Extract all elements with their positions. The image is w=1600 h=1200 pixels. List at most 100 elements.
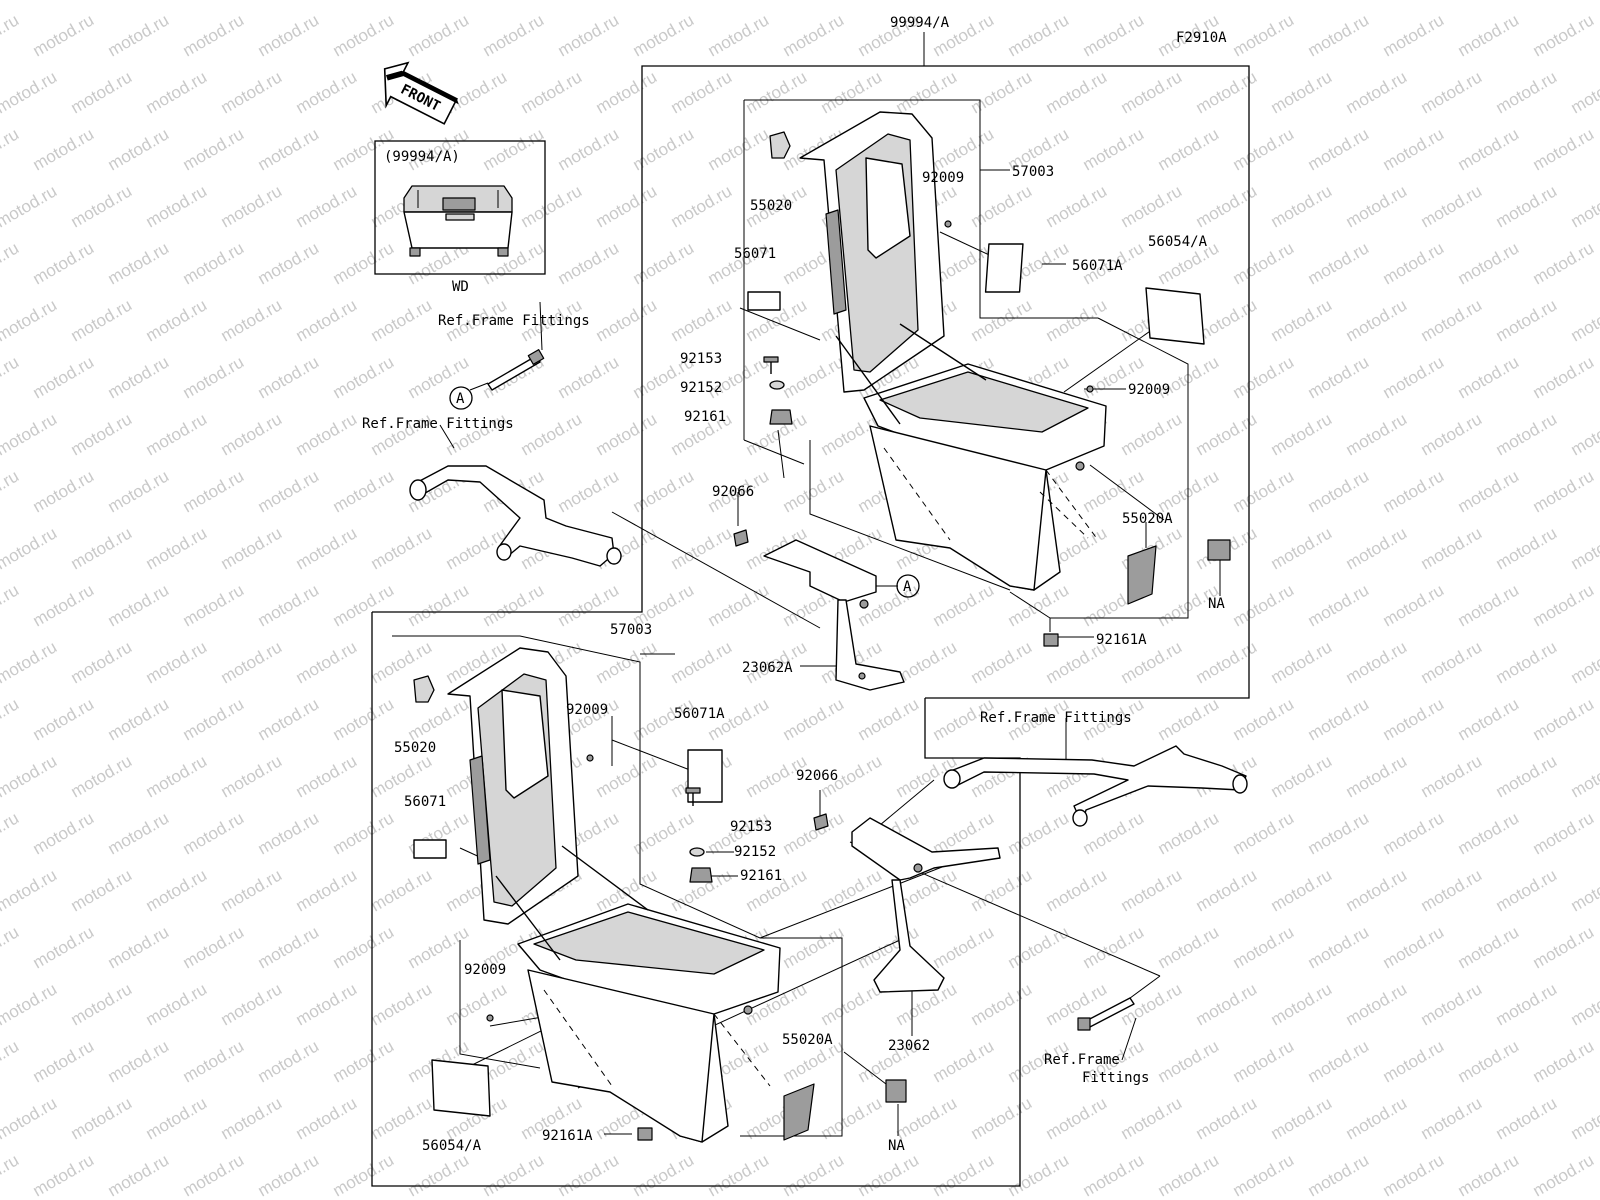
lower-assembly-frame-right — [371, 612, 1021, 1187]
watermark-text: motod.ru — [68, 295, 136, 345]
watermark-text: motod.ru — [1230, 694, 1298, 744]
label-ref-bottom-1: Ref.Frame — [1044, 1052, 1120, 1068]
watermark-text: motod.ru — [68, 979, 136, 1029]
watermark-text: motod.ru — [1418, 751, 1486, 801]
watermark-text: motod.ru — [1455, 10, 1523, 60]
latch-lower-icon — [783, 1083, 815, 1141]
watermark-text: motod.ru — [630, 1150, 698, 1200]
lower-small-parts — [413, 675, 1135, 1141]
watermark-text: motod.ru — [1005, 1150, 1073, 1200]
watermark-text: motod.ru — [1418, 637, 1486, 687]
watermark-text: motod.ru — [30, 694, 98, 744]
watermark-text: motod.ru — [180, 580, 248, 630]
watermark-text: motod.ru — [405, 694, 473, 744]
watermark-text: motod.ru — [105, 922, 173, 972]
watermark-text: motod.ru — [330, 808, 398, 858]
watermark-text: motod.ru — [1268, 751, 1336, 801]
watermark-text: motod.ru — [68, 523, 136, 573]
watermark-text: motod.ru — [368, 523, 436, 573]
label-small-upper-icon — [747, 291, 781, 311]
watermark-text: motod.ru — [668, 181, 736, 231]
watermark-text: motod.ru — [330, 1150, 398, 1200]
watermark-text: motod.ru — [1268, 865, 1336, 915]
watermark-text: motod.ru — [1493, 409, 1561, 459]
label-damper-a-upper: 92161A — [1096, 632, 1147, 648]
watermark-text: motod.ru — [1118, 0, 1186, 3]
label-label-large-lower: 56054/A — [422, 1138, 482, 1154]
watermark-text: motod.ru — [780, 1150, 848, 1200]
watermark-text: motod.ru — [1080, 922, 1148, 972]
watermark-text: motod.ru — [668, 67, 736, 117]
watermark-text: motod.ru — [1455, 694, 1523, 744]
watermark-text: motod.ru — [30, 922, 98, 972]
watermark-text: motod.ru — [930, 1036, 998, 1086]
label-collar-upper: 92152 — [680, 380, 722, 396]
watermark-text: motod.ru — [105, 580, 173, 630]
watermark-text: motod.ru — [968, 1093, 1036, 1143]
watermark-text: motod.ru — [1455, 238, 1523, 288]
watermark-text: motod.ru — [1455, 466, 1523, 516]
watermark-text: motod.ru — [743, 67, 811, 117]
watermark-text: motod.ru — [330, 694, 398, 744]
na-upper-icon — [1207, 539, 1231, 561]
watermark-text: motod.ru — [0, 181, 60, 231]
watermark-text: motod.ru — [630, 466, 698, 516]
watermark-text: motod.ru — [555, 352, 623, 402]
watermark-text: motod.ru — [1118, 409, 1186, 459]
watermark-text: motod.ru — [1455, 352, 1523, 402]
front-arrow: FRONT — [383, 61, 459, 125]
watermark-text: motod.ru — [593, 751, 661, 801]
label-nut-upper: 92066 — [712, 484, 754, 500]
label-label-large-upper: 56054/A — [1148, 234, 1208, 250]
label-screw-lower-2: 92009 — [464, 962, 506, 978]
watermark-text: motod.ru — [30, 352, 98, 402]
watermark-text: motod.ru — [293, 295, 361, 345]
nut-upper-icon — [733, 529, 749, 547]
watermark-text: motod.ru — [405, 10, 473, 60]
watermark-text: motod.ru — [855, 1150, 923, 1200]
label-na-lower: NA — [888, 1138, 905, 1154]
watermark-text: motod.ru — [143, 1093, 211, 1143]
watermark-text: motod.ru — [1343, 979, 1411, 1029]
watermark-text: motod.ru — [1343, 67, 1411, 117]
watermark-text: motod.ru — [705, 124, 773, 174]
watermark-text: motod.ru — [330, 10, 398, 60]
watermark-text: motod.ru — [255, 922, 323, 972]
bolt-upper-icon — [763, 356, 779, 374]
watermark-text: motod.ru — [255, 352, 323, 402]
watermark-text: motod.ru — [0, 1150, 22, 1200]
upper-small-parts — [733, 131, 1231, 647]
watermark-text: motod.ru — [30, 580, 98, 630]
frame-pipe-right — [943, 745, 1248, 827]
watermark-text: motod.ru — [480, 10, 548, 60]
watermark-text: motod.ru — [1230, 922, 1298, 972]
watermark-text: motod.ru — [968, 0, 1036, 3]
watermark-text: motod.ru — [68, 1093, 136, 1143]
watermark-text: motod.ru — [143, 637, 211, 687]
watermark-text: motod.ru — [1305, 580, 1373, 630]
watermark-text: motod.ru — [255, 124, 323, 174]
watermark-text: motod.ru — [1493, 181, 1561, 231]
watermark-text: motod.ru — [1568, 637, 1600, 687]
watermark-text: motod.ru — [1193, 0, 1261, 3]
watermark-text: motod.ru — [1268, 295, 1336, 345]
watermark-text: motod.ru — [1268, 523, 1336, 573]
watermark-text: motod.ru — [630, 238, 698, 288]
watermark-text: motod.ru — [443, 0, 511, 3]
inset-caption: WD — [452, 279, 469, 295]
watermark-text: motod.ru — [368, 865, 436, 915]
watermark-text: motod.ru — [330, 466, 398, 516]
label-bracket-lower: 23062 — [888, 1038, 930, 1054]
watermark-text: motod.ru — [1380, 922, 1448, 972]
watermark-text: motod.ru — [105, 124, 173, 174]
collar-upper-icon — [769, 380, 785, 390]
watermark-text: motod.ru — [30, 238, 98, 288]
watermark-text: motod.ru — [1380, 1150, 1448, 1200]
watermark-text: motod.ru — [1568, 67, 1600, 117]
watermark-text: motod.ru — [1418, 865, 1486, 915]
watermark-text: motod.ru — [1343, 751, 1411, 801]
watermark-text: motod.ru — [1455, 1150, 1523, 1200]
label-label-upper: 56071A — [1072, 258, 1123, 274]
watermark-text: motod.ru — [1418, 0, 1486, 3]
inset-box: (99994/A) WD — [374, 140, 546, 295]
